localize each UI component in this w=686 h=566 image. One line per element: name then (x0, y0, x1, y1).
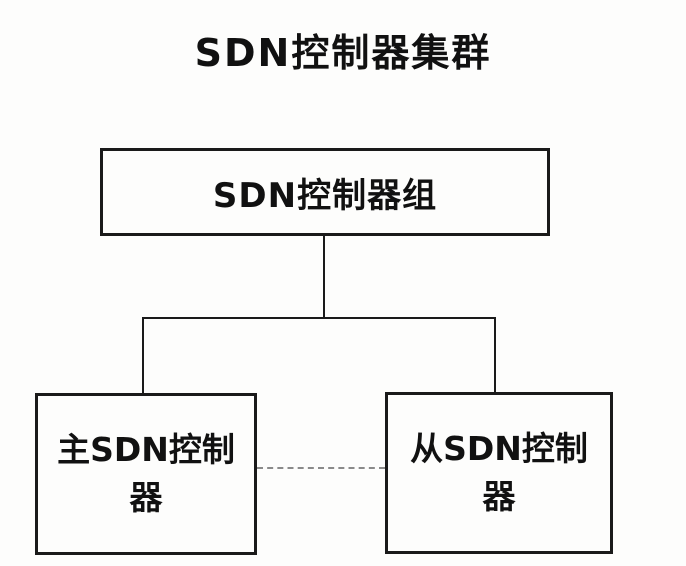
connector-master-slave-dashed (257, 467, 385, 469)
diagram-title-text: SDN控制器集群 (194, 31, 492, 75)
node-sdn-controller-group-label: SDN控制器组 (212, 175, 438, 216)
node-master-sdn-controller-label: 主SDN控制器 (57, 430, 235, 517)
node-master-sdn-controller: 主SDN控制器 (35, 393, 257, 555)
node-sdn-controller-group: SDN控制器组 (100, 148, 550, 236)
node-slave-sdn-controller-label: 从SDN控制器 (410, 429, 588, 516)
connector-drop-slave (494, 317, 496, 392)
diagram-title: SDN控制器集群 (0, 22, 686, 77)
node-slave-sdn-controller: 从SDN控制器 (385, 392, 613, 554)
connector-crossbar (142, 317, 496, 319)
connector-group-stem (323, 236, 325, 318)
connector-drop-master (142, 317, 144, 393)
